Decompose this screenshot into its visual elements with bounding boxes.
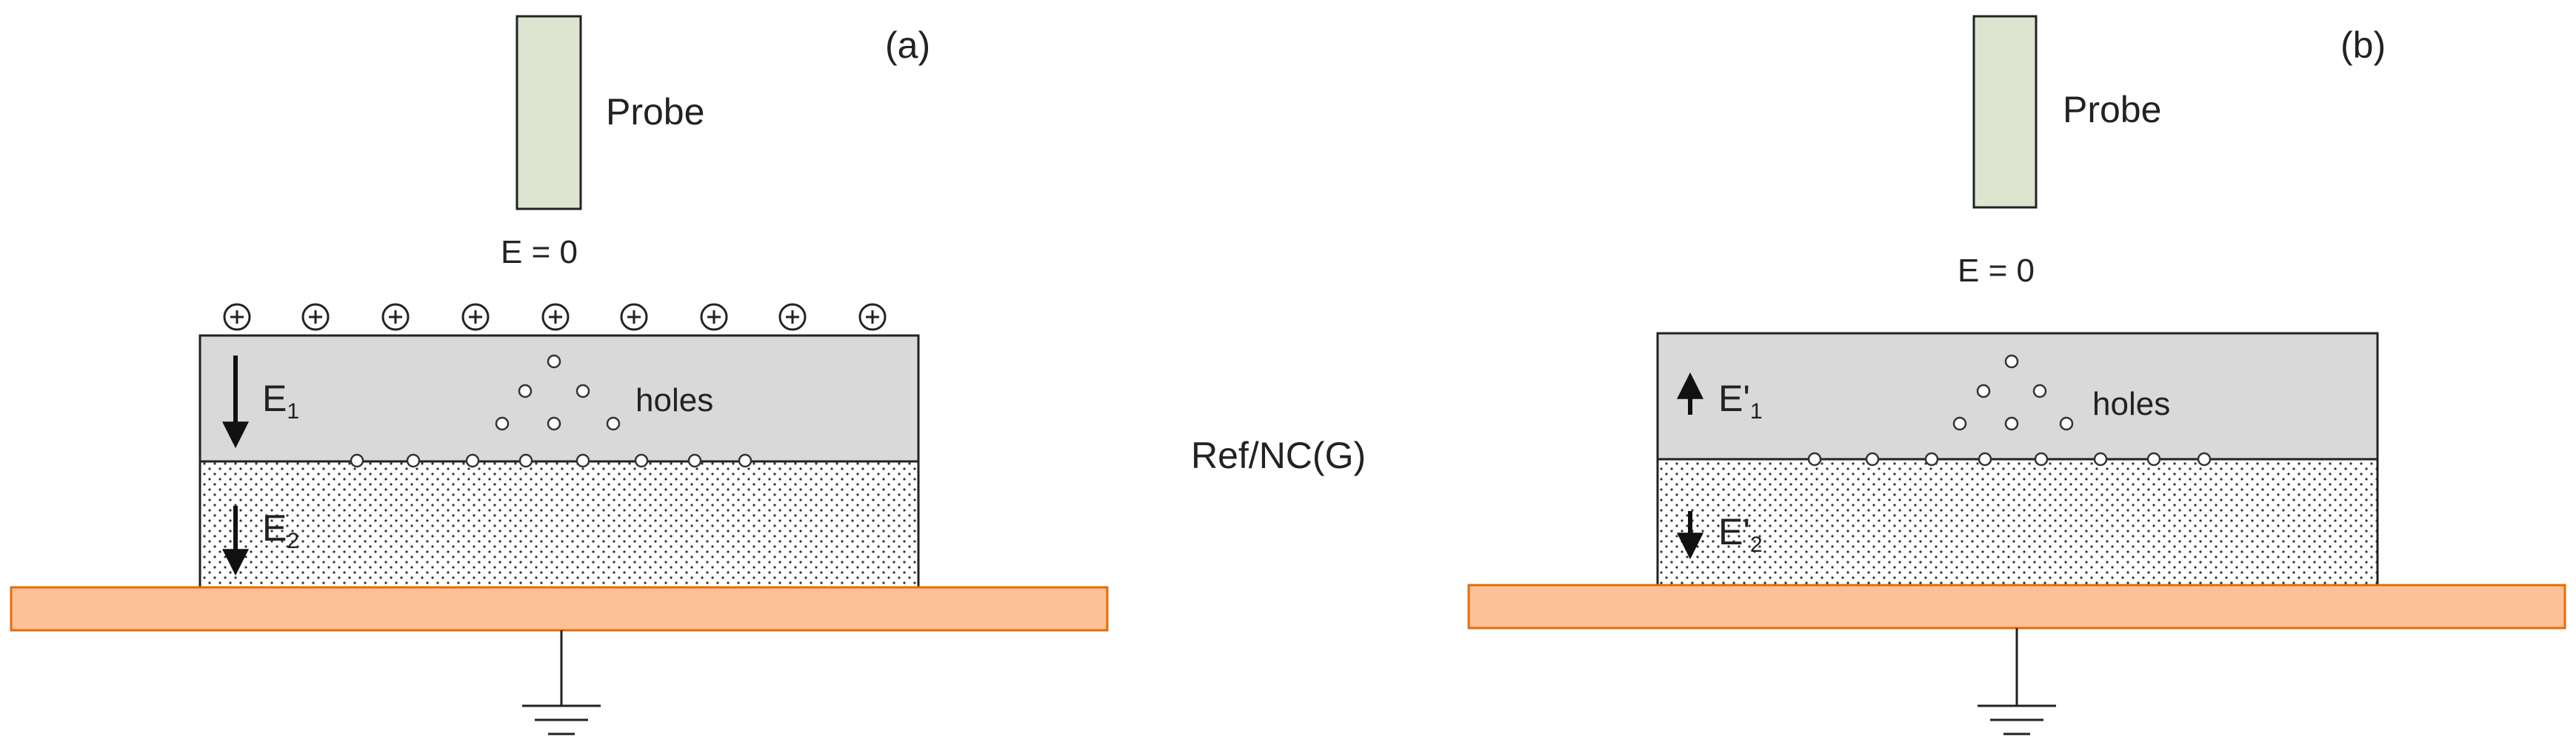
- panel-b-e1-label: E'1: [1718, 378, 1763, 424]
- hole-icon: [634, 453, 649, 468]
- positive-charge-icon: [223, 303, 251, 331]
- panel-a: (a) Probe E = 0 E1 E2 holes: [10, 15, 1109, 735]
- panel-b-ground-icon: [1978, 628, 2056, 735]
- panel-a-holes: [350, 354, 753, 468]
- panel-a-upper-layer: [198, 334, 920, 463]
- hole-icon: [2146, 452, 2161, 467]
- panel-a-holes-label: holes: [635, 382, 713, 418]
- hole-icon: [2197, 452, 2212, 467]
- hole-icon: [518, 384, 533, 398]
- panel-a-e2-label: E2: [262, 507, 299, 553]
- panel-b-tag: (b): [2340, 24, 2386, 66]
- panel-b-field-label: E = 0: [1958, 253, 2035, 289]
- positive-charge-icon: [301, 303, 330, 331]
- positive-charge-icon: [620, 303, 648, 331]
- positive-charge-icon: [461, 303, 490, 331]
- hole-icon: [738, 453, 753, 468]
- hole-icon: [687, 453, 702, 468]
- positive-charge-icon: [381, 303, 410, 331]
- hole-icon: [2034, 452, 2049, 467]
- panel-b-lower-layer: [1656, 458, 2379, 587]
- positive-charge-icon: [778, 303, 807, 331]
- hole-icon: [1952, 416, 1967, 431]
- panel-b-e2-label: E'2: [1718, 511, 1763, 557]
- hole-icon: [606, 416, 621, 431]
- panel-b-holes: [1807, 354, 2212, 467]
- hole-icon: [1924, 452, 1939, 467]
- panel-a-field-label: E = 0: [501, 234, 578, 270]
- panel-a-probe-label: Probe: [606, 91, 704, 133]
- panel-b-probe: [1972, 15, 2038, 209]
- panel-b-probe-label: Probe: [2063, 89, 2161, 130]
- panel-a-probe: [515, 15, 582, 210]
- hole-icon: [2004, 354, 2019, 369]
- panel-b-holes-label: holes: [2092, 386, 2170, 422]
- hole-icon: [2093, 452, 2108, 467]
- panel-b: (b) Probe E = 0 E'1 E'2 holes: [1467, 15, 2566, 735]
- hole-icon: [1865, 452, 1880, 467]
- panel-b-substrate: [1467, 584, 2566, 630]
- hole-icon: [465, 453, 480, 468]
- positive-charge-icon: [858, 303, 887, 331]
- hole-icon: [547, 416, 561, 431]
- panel-a-substrate: [10, 586, 1109, 632]
- panel-a-surface-charges: [223, 303, 887, 331]
- hole-icon: [495, 416, 510, 431]
- hole-icon: [575, 384, 590, 398]
- hole-icon: [406, 453, 421, 468]
- hole-icon: [1976, 384, 1991, 398]
- hole-icon: [2059, 416, 2074, 431]
- hole-icon: [518, 453, 533, 468]
- center-label: Ref/NC(G): [1191, 435, 1366, 476]
- positive-charge-icon: [541, 303, 570, 331]
- positive-charge-icon: [700, 303, 728, 331]
- hole-icon: [350, 453, 364, 468]
- panel-a-tag: (a): [885, 24, 930, 66]
- panel-a-e1-label: E1: [262, 378, 299, 424]
- hole-icon: [547, 354, 561, 369]
- hole-icon: [2032, 384, 2047, 398]
- panel-b-upper-layer: [1656, 332, 2379, 461]
- panel-a-lower-layer: [198, 460, 920, 589]
- hole-icon: [1978, 452, 1992, 467]
- hole-icon: [2004, 416, 2019, 431]
- hole-icon: [1807, 452, 1822, 467]
- hole-icon: [575, 453, 590, 468]
- panel-a-ground-icon: [522, 630, 601, 735]
